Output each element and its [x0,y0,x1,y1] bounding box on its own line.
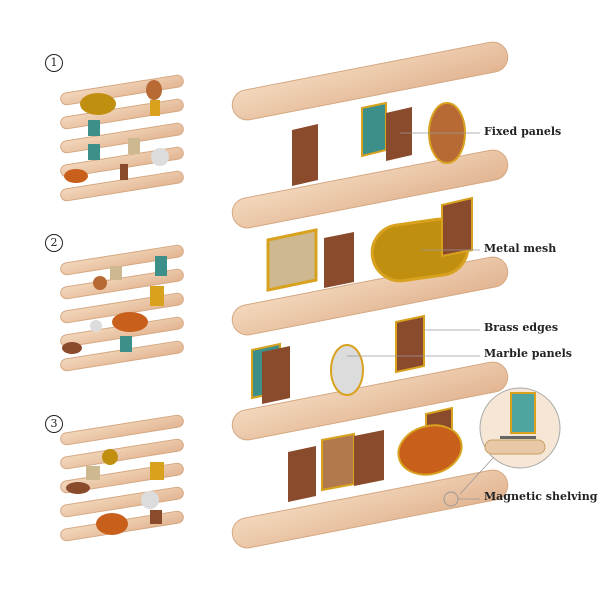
orange-oval-panel [397,424,463,476]
shelf-board-4 [231,361,509,441]
linen-panel [266,228,318,292]
label-magnetic-shelving: Magnetic shelving [484,490,598,503]
walnut-panel [288,446,316,502]
variant-3-shelf [60,414,184,542]
round-marble-panel [330,344,364,396]
walnut-panel [441,196,473,258]
label-marble-panels: Marble panels [484,347,572,360]
teal-panel [361,101,387,158]
walnut-panel [324,232,354,288]
callout-lines [347,132,480,500]
variant-number-3: 3 [45,415,63,433]
walnut-panel [292,124,318,186]
walnut-panel [386,107,412,161]
walnut-panel [354,430,384,486]
shelf-board-5 [231,469,509,549]
variant-1-shelf [60,74,184,202]
walnut-panel [262,346,290,404]
variant-2-shelf [60,244,184,372]
shelf-board-2 [231,149,509,229]
magnetic-detail-magnifier [443,387,561,507]
walnut-panel [395,314,425,374]
variant-number-2: 2 [45,234,63,252]
linen-panel [321,432,355,492]
label-metal-mesh: Metal mesh [484,242,557,255]
variant-number-1: 1 [45,54,63,72]
label-fixed-panels: Fixed panels [484,125,562,138]
shelf-board-1 [231,41,509,121]
label-brass-edges: Brass edges [484,321,559,334]
